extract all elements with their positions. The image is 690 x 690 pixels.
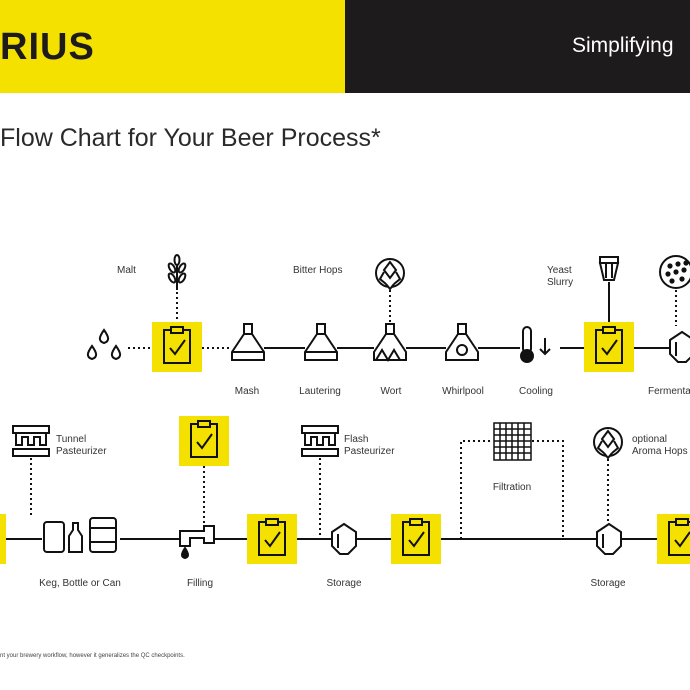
label-lautering: Lautering	[299, 386, 341, 397]
label-malt: Malt	[117, 265, 136, 276]
qc-checkpoint-icon	[179, 416, 229, 466]
label-flash-line2: Pasteurizer	[344, 446, 395, 457]
label-mash: Mash	[235, 386, 259, 397]
qc-checkpoint-icon	[391, 514, 441, 564]
qc-checkpoint-icon	[152, 322, 202, 372]
hop-cone-icon	[593, 427, 623, 460]
storage-tank-icon	[331, 522, 357, 555]
tunnel-pasteurizer-icon	[12, 425, 50, 457]
brand-logo: RIUS	[0, 26, 95, 68]
label-aroma-line2: Aroma Hops	[632, 446, 688, 457]
header-brand-panel	[0, 0, 345, 93]
qc-checkpoint-icon	[584, 322, 634, 372]
qc-checkpoint-icon	[657, 514, 690, 564]
fermentation-tank-icon	[669, 330, 690, 363]
label-storage-2: Storage	[590, 578, 625, 589]
label-fermentation: Fermenta	[648, 386, 690, 397]
page-title: Flow Chart for Your Beer Process*	[0, 124, 381, 152]
label-keg-bottle-can: Keg, Bottle or Can	[39, 578, 121, 589]
label-wort: Wort	[381, 386, 402, 397]
qc-checkpoint-icon	[247, 514, 297, 564]
label-yeast-line1: Yeast	[547, 265, 572, 276]
storage-tank-icon	[596, 522, 622, 555]
whirlpool-icon	[445, 323, 479, 361]
wheat-icon	[167, 254, 187, 290]
flash-pasteurizer-icon	[301, 425, 339, 457]
label-cooling: Cooling	[519, 386, 553, 397]
label-tunnel-line1: Tunnel	[56, 434, 86, 445]
wort-kettle-icon	[373, 323, 407, 362]
tap-icon	[179, 525, 215, 560]
header-dark-panel	[345, 0, 690, 93]
hop-cone-icon	[375, 258, 405, 291]
thermometer-icon	[520, 326, 551, 363]
qc-checkpoint-icon	[0, 514, 6, 564]
label-flash-line1: Flash	[344, 434, 368, 445]
filtration-bypass-line	[460, 440, 564, 539]
label-storage-1: Storage	[326, 578, 361, 589]
label-aroma-line1: optional	[632, 434, 667, 445]
filter-grid-icon	[493, 422, 532, 461]
mash-tun-icon	[231, 323, 265, 361]
yeast-tank-icon	[598, 256, 620, 281]
label-bitter-hops: Bitter Hops	[293, 265, 342, 276]
keg-bottle-can-icon	[43, 517, 117, 553]
header-tagline: Simplifying	[572, 34, 674, 57]
label-whirlpool: Whirlpool	[442, 386, 484, 397]
label-yeast-line2: Slurry	[547, 277, 573, 288]
label-filtration: Filtration	[493, 482, 531, 493]
lauter-tun-icon	[304, 323, 338, 361]
water-drops-icon	[86, 328, 122, 361]
footnote: nt your brewery workflow, however it gen…	[0, 653, 185, 659]
label-filling: Filling	[187, 578, 213, 589]
yeast-culture-icon	[659, 255, 690, 289]
label-tunnel-line2: Pasteurizer	[56, 446, 107, 457]
